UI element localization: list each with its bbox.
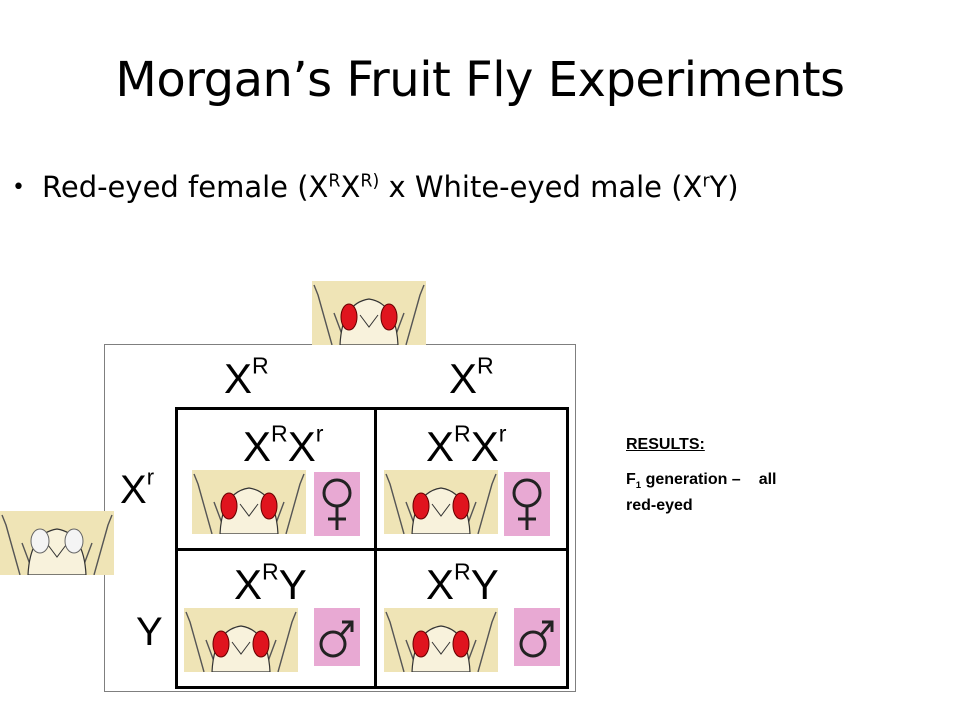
female-symbol-icon xyxy=(504,472,550,536)
fly-red-eyed-icon xyxy=(384,470,498,534)
cell-genotype-2: XRXr xyxy=(426,420,507,470)
female-symbol-icon xyxy=(314,472,360,536)
bullet-text-b: X xyxy=(340,170,361,204)
bullet-sup-b: R) xyxy=(360,171,380,192)
bullet-text-d: Y) xyxy=(709,170,739,204)
fly-white-eyed-icon xyxy=(0,511,114,575)
cell-genotype-3: XRY xyxy=(234,558,307,608)
bullet-text-c: x White-eyed male (X xyxy=(379,170,703,204)
row-header-1: Xr xyxy=(120,464,155,512)
fly-red-eyed-icon xyxy=(312,281,426,345)
bullet-cross: • Red-eyed female (XRXR) x White-eyed mal… xyxy=(12,170,739,204)
male-symbol-icon xyxy=(314,608,360,666)
punnett-divider-horizontal xyxy=(175,548,569,551)
results-heading: RESULTS: xyxy=(626,436,705,453)
fly-red-eyed-icon xyxy=(192,470,306,534)
col-header-2: XR xyxy=(449,352,494,402)
slide-title: Morgan’s Fruit Fly Experiments xyxy=(115,52,845,108)
row-header-2: Y xyxy=(136,610,163,654)
bullet-text-a: Red-eyed female (X xyxy=(42,170,329,204)
bullet-sup-c: r xyxy=(702,171,710,192)
male-symbol-icon xyxy=(514,608,560,666)
cell-genotype-4: XRY xyxy=(426,558,499,608)
cell-genotype-1: XRXr xyxy=(243,420,324,470)
bullet-sup-a: R xyxy=(328,171,341,192)
col-header-1: XR xyxy=(224,352,269,402)
fly-red-eyed-icon xyxy=(184,608,298,672)
fly-red-eyed-icon xyxy=(384,608,498,672)
bullet-dot: • xyxy=(12,175,25,200)
